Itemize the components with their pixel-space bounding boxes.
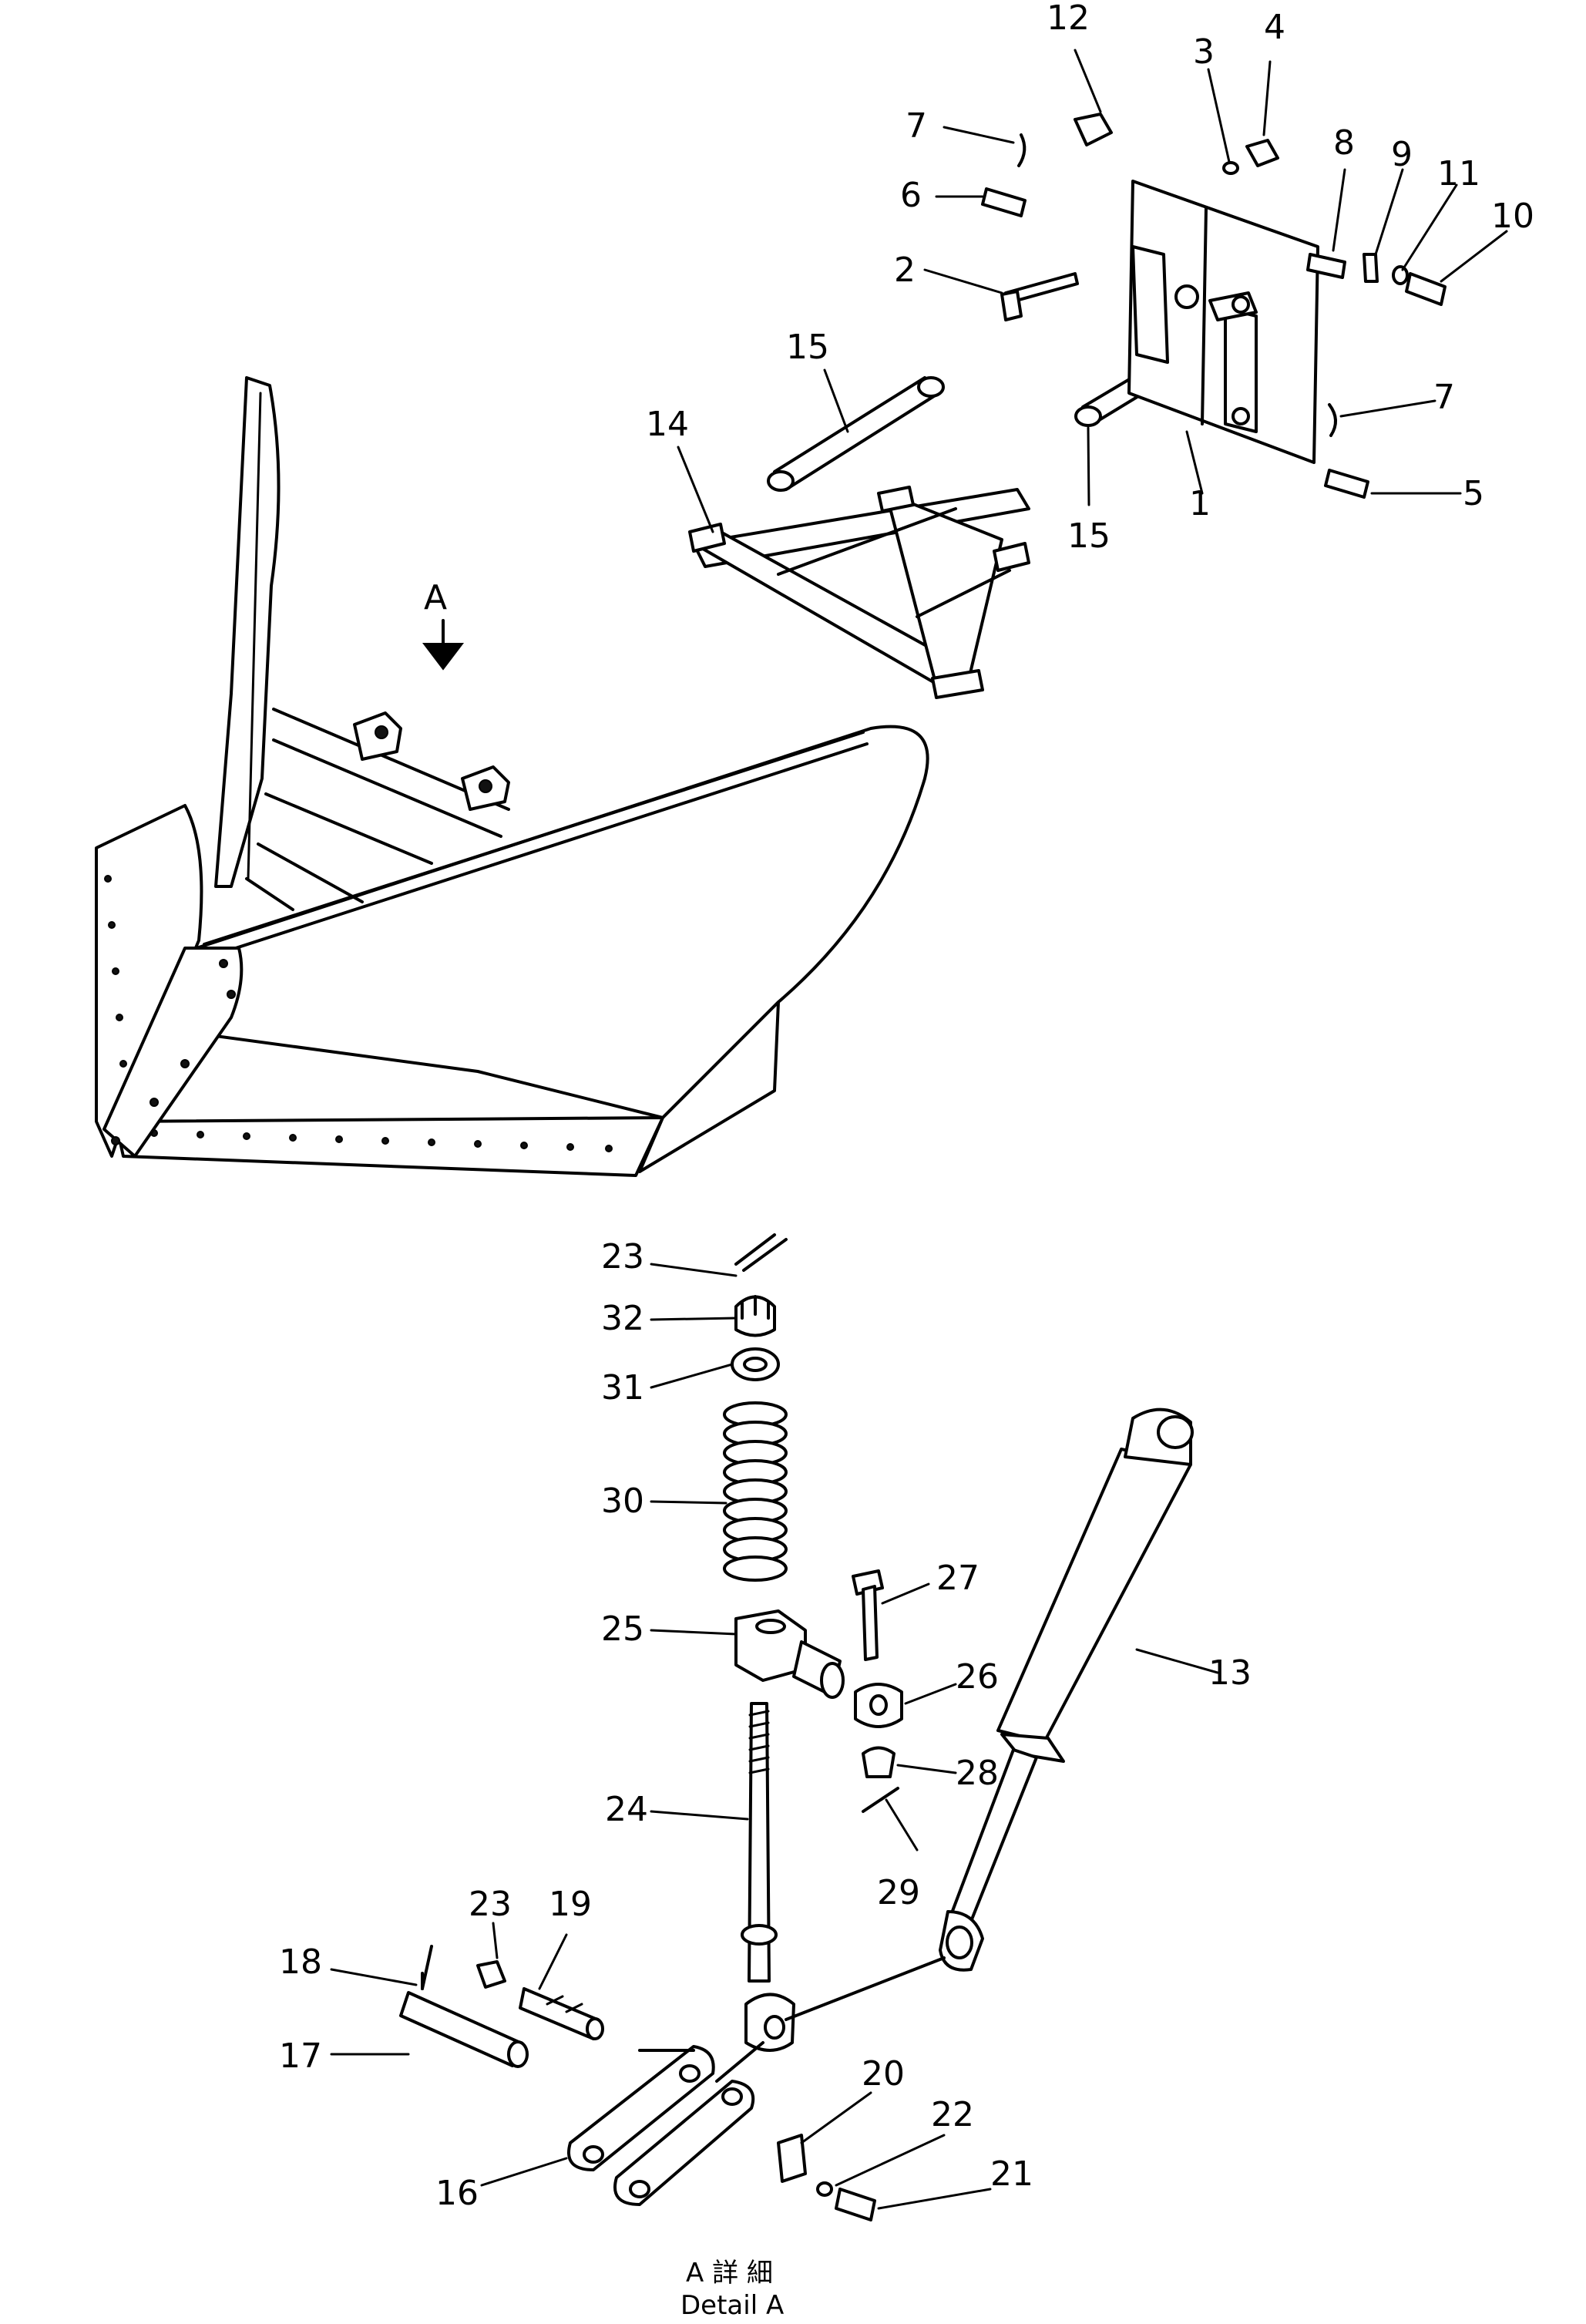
callout-11: 11	[1437, 154, 1480, 193]
leader-lines	[330, 49, 1508, 2210]
callout-7: 7	[906, 106, 927, 146]
caption-japanese: A 詳 細	[686, 2258, 773, 2289]
callout-29: 29	[877, 1873, 920, 1912]
hitch-frame	[688, 486, 1030, 699]
callout-24: 24	[605, 1790, 648, 1829]
callout-23b: 23	[469, 1885, 512, 1924]
view-a-marker: A	[422, 578, 465, 671]
callout-31: 31	[601, 1368, 644, 1408]
callout-23a: 23	[601, 1237, 644, 1276]
blade-bolt-holes	[150, 1129, 613, 1152]
link-assembly	[399, 1945, 876, 2221]
callout-6: 6	[900, 176, 922, 215]
hydraulic-cylinder	[785, 1408, 1194, 2021]
callout-15b: 15	[1067, 516, 1111, 556]
hardware-parts	[981, 113, 1447, 499]
blade-assembly	[95, 376, 929, 1177]
callout-27: 27	[936, 1559, 979, 1598]
callout-17: 17	[279, 2036, 322, 2076]
callout-14: 14	[646, 405, 689, 444]
callout-10: 10	[1491, 197, 1534, 236]
callout-labels: 12 3 4 7 6 2 8 9 11 10 7 5 1 15 15 14 23…	[279, 0, 1534, 2213]
callout-13: 13	[1208, 1653, 1252, 1693]
callout-1: 1	[1189, 484, 1211, 523]
spring	[723, 1401, 788, 1582]
caption-english: Detail A	[680, 2290, 784, 2320]
callout-3: 3	[1193, 32, 1215, 72]
small-hardware-detail	[852, 1569, 903, 1813]
callout-12: 12	[1047, 0, 1090, 38]
callout-32: 32	[601, 1299, 644, 1338]
callout-18: 18	[279, 1942, 322, 1982]
callout-22: 22	[931, 2095, 974, 2134]
callout-26: 26	[956, 1657, 999, 1697]
callout-28: 28	[956, 1754, 999, 1793]
callout-15a: 15	[786, 328, 829, 367]
callout-19: 19	[549, 1885, 592, 1924]
detail-caption: A 詳 細 Detail A	[680, 2258, 784, 2321]
callout-2: 2	[894, 251, 916, 290]
spring-rod-assembly	[723, 1233, 845, 2052]
mounting-bracket	[1127, 180, 1319, 464]
callout-8: 8	[1333, 123, 1355, 163]
callout-21: 21	[990, 2154, 1033, 2194]
callout-16: 16	[435, 2174, 479, 2213]
callout-7b: 7	[1433, 378, 1455, 417]
callout-30: 30	[601, 1482, 644, 1521]
link-rod-upper	[767, 376, 945, 492]
svg-text:A: A	[424, 578, 447, 617]
callout-9: 9	[1391, 135, 1413, 174]
callout-4: 4	[1264, 8, 1285, 47]
callout-20: 20	[862, 2054, 905, 2094]
callout-25: 25	[601, 1609, 644, 1649]
callout-5: 5	[1463, 474, 1484, 513]
